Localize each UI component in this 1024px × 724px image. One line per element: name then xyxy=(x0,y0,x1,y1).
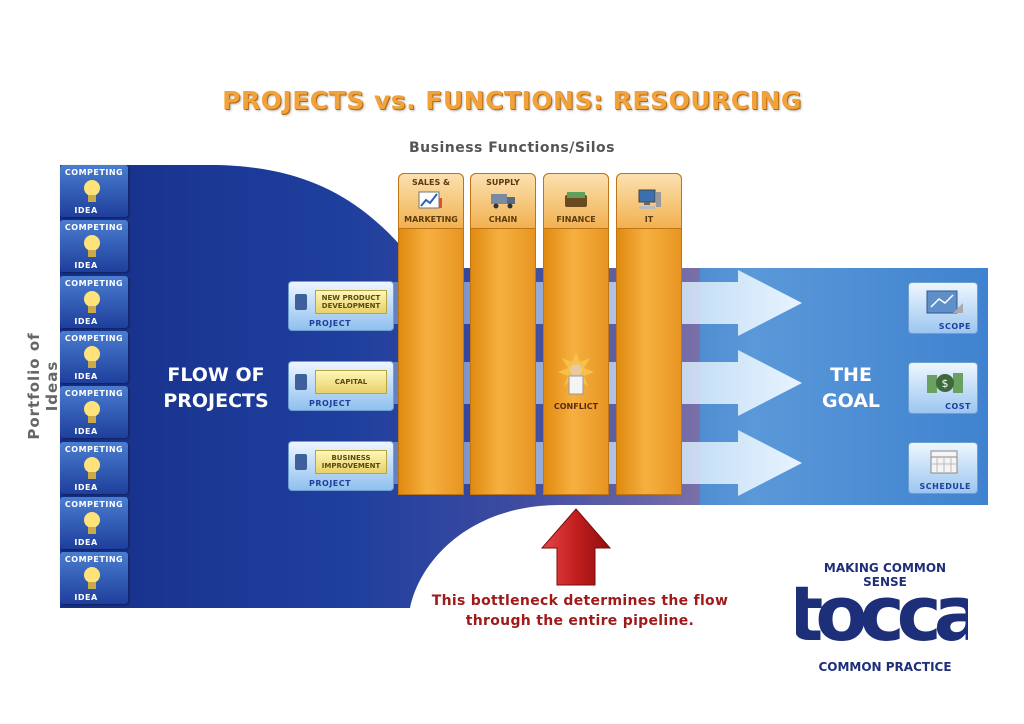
goal-label: SCOPE xyxy=(938,322,971,331)
the-goal-text: THE GOAL xyxy=(806,362,896,414)
project-card-business-improvement: BUSINESS IMPROVEMENT PROJECT xyxy=(288,441,394,491)
folder-icon xyxy=(295,374,307,390)
dollar-icon: $ xyxy=(927,373,963,393)
silo-header-supply-chain: SUPPLY CHAIN xyxy=(470,173,536,229)
flow-of-projects-text: FLOW OF PROJECTS xyxy=(146,362,286,414)
bottleneck-arrow xyxy=(540,508,612,586)
project-tag: NEW PRODUCT DEVELOPMENT xyxy=(315,290,387,314)
logo-tagline-top: MAKING COMMON SENSE xyxy=(823,561,947,589)
bottleneck-line-1: This bottleneck determines the flow xyxy=(431,593,729,609)
goal-card-schedule: SCHEDULE xyxy=(908,442,978,494)
goal-label: COST xyxy=(945,402,971,411)
lightbulb-icon xyxy=(84,346,100,368)
calendar-icon xyxy=(930,450,958,474)
project-tag: BUSINESS IMPROVEMENT xyxy=(315,450,387,474)
lightbulb-icon xyxy=(84,180,100,202)
tocca-logo: tocca xyxy=(796,578,968,658)
lightbulb-icon xyxy=(84,457,100,479)
project-label: PROJECT xyxy=(309,479,352,488)
lightbulb-icon xyxy=(84,401,100,423)
bottleneck-line-2: through the entire pipeline. xyxy=(465,613,695,629)
money-icon xyxy=(565,192,587,207)
folder-icon xyxy=(295,454,307,470)
logo-tagline-bottom: COMMON PRACTICE xyxy=(818,660,952,674)
lightbulb-icon xyxy=(84,512,100,534)
project-label: PROJECT xyxy=(309,319,352,328)
goal-card-scope: SCOPE xyxy=(908,282,978,334)
goal-card-cost: $ COST xyxy=(908,362,978,414)
truck-icon xyxy=(491,194,515,209)
lightbulb-icon xyxy=(84,567,100,589)
project-tag: CAPITAL xyxy=(315,370,387,394)
conflict-person-icon xyxy=(558,352,594,395)
flow-line-1: FLOW OF xyxy=(167,364,265,386)
page-title: PROJECTS vs. FUNCTIONS: RESOURCING xyxy=(222,86,802,115)
lightbulb-icon xyxy=(84,291,100,313)
functions-subtitle: Business Functions/Silos xyxy=(408,140,616,156)
silo-header-sales-marketing: SALES & MARKETING xyxy=(398,173,464,229)
lightbulb-icon xyxy=(84,235,100,257)
svg-text:$: $ xyxy=(942,377,949,390)
project-label: PROJECT xyxy=(309,399,352,408)
portfolio-label: Portfolio of Ideas xyxy=(25,332,61,440)
goal-line-2: GOAL xyxy=(821,390,881,412)
project-card-capital: CAPITAL PROJECT xyxy=(288,361,394,411)
flow-line-2: PROJECTS xyxy=(163,390,269,412)
conflict-label: CONFLICT xyxy=(553,402,599,411)
bottleneck-note: This bottleneck determines the flow thro… xyxy=(380,591,780,631)
folder-icon xyxy=(295,294,307,310)
silo-header-finance: FINANCE xyxy=(543,173,609,229)
logo-mark: tocca xyxy=(796,578,968,658)
chart-icon xyxy=(418,191,442,209)
goal-line-1: THE xyxy=(830,364,872,386)
project-card-new-product: NEW PRODUCT DEVELOPMENT PROJECT xyxy=(288,281,394,331)
computer-icon xyxy=(638,189,661,209)
goal-label: SCHEDULE xyxy=(919,482,971,491)
blueprint-icon xyxy=(926,290,963,314)
silo-header-it: IT xyxy=(616,173,682,229)
